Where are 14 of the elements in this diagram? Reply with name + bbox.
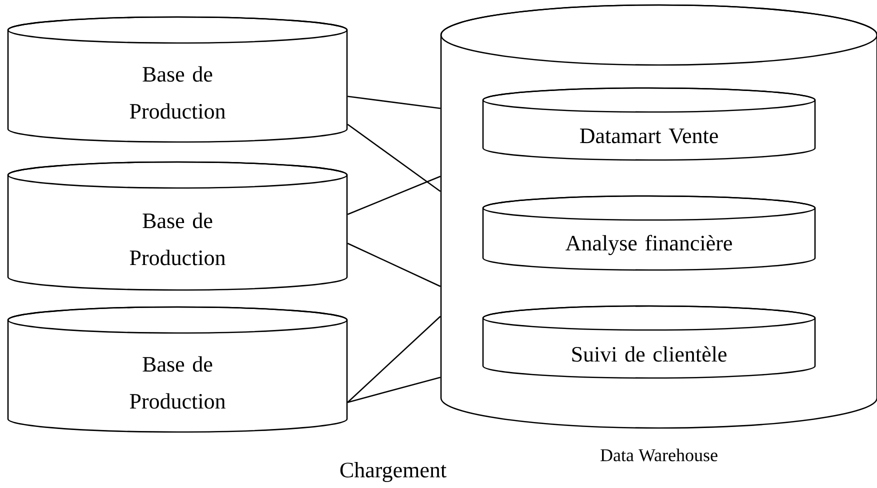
database-cylinder: Base de Production	[7, 306, 348, 433]
database-cylinder: Suivi de clientèle	[482, 305, 816, 379]
caption-text: Data Warehouse	[600, 448, 718, 462]
database-cylinder: Base de Production	[7, 16, 348, 143]
database-cylinder: Datamart Vente	[482, 87, 816, 161]
connector-line	[347, 242, 441, 287]
connector-line	[347, 376, 441, 403]
database-cylinder: Base de Production	[7, 161, 348, 291]
connector-line	[347, 124, 441, 192]
database-cylinder: Analyse financière	[482, 195, 816, 271]
connector-line	[348, 96, 440, 109]
connector-line	[347, 316, 441, 403]
connector-line	[347, 176, 441, 215]
caption-text: Chargement	[340, 462, 446, 482]
